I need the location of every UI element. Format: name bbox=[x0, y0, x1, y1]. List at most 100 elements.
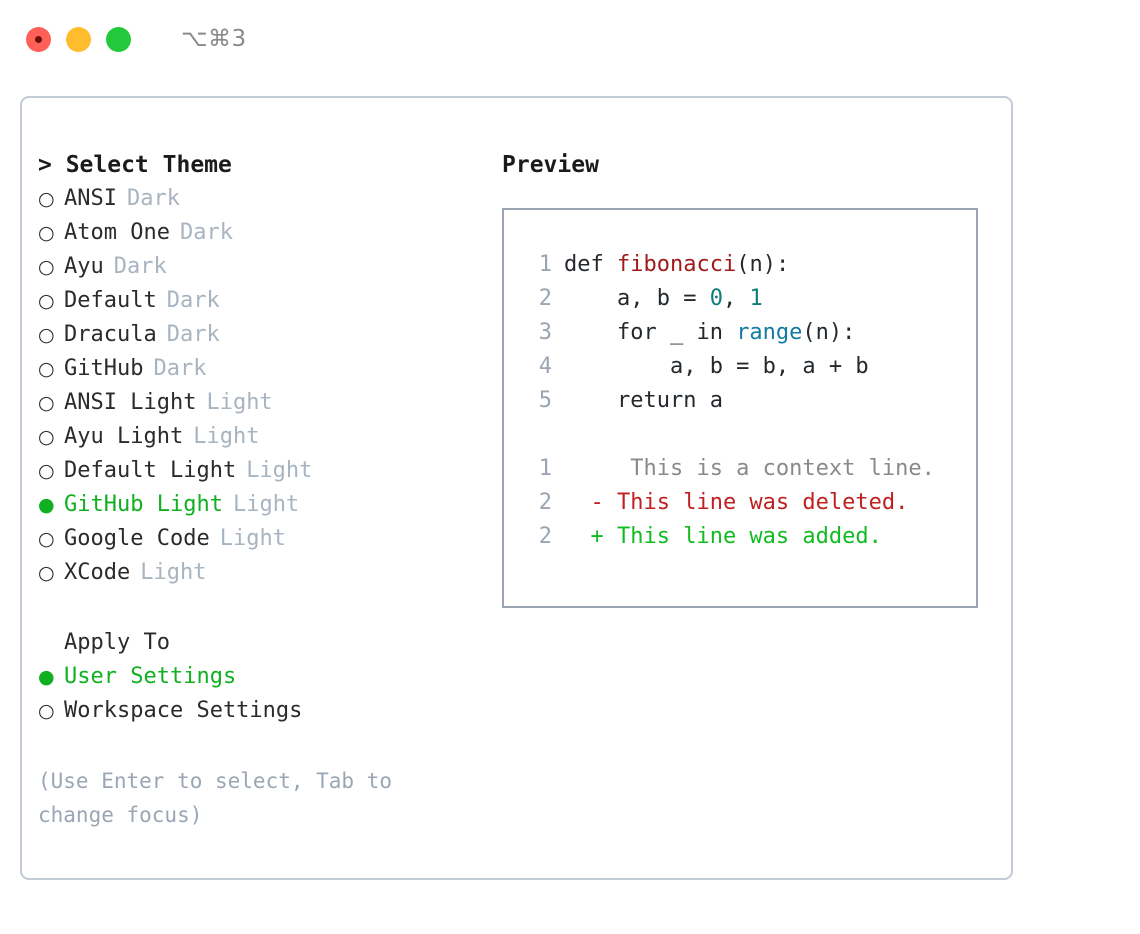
radio-unselected-icon: ○ bbox=[38, 290, 55, 312]
theme-option-tag: Dark bbox=[179, 220, 233, 245]
radio-unselected-icon: ○ bbox=[38, 426, 55, 448]
theme-option-label: Atom One bbox=[64, 220, 170, 245]
code-token: , bbox=[722, 286, 750, 311]
radio-unselected-icon: ○ bbox=[38, 460, 55, 482]
line-number: 1 bbox=[538, 252, 552, 277]
theme-option-ansi[interactable]: ○ ANSI Dark bbox=[38, 182, 478, 216]
code-token: range bbox=[736, 320, 803, 345]
diff-line-text: This is a context line. bbox=[564, 456, 935, 481]
theme-option-tag: Light bbox=[193, 424, 260, 449]
theme-option-tag: Dark bbox=[113, 254, 167, 279]
code-line-text: return a bbox=[564, 384, 723, 418]
code-token: (n): bbox=[802, 320, 856, 345]
theme-option-label: GitHub Light bbox=[64, 492, 223, 517]
theme-option-label: ANSI bbox=[64, 186, 117, 211]
apply-to-option-user-settings[interactable]: ●User Settings bbox=[38, 660, 478, 694]
minimize-window-button[interactable] bbox=[66, 26, 91, 52]
apply-to-heading: Apply To bbox=[64, 630, 170, 655]
theme-option-tag: Dark bbox=[153, 356, 207, 381]
code-line-text: for _ in range(n): bbox=[564, 316, 855, 350]
theme-option-ansi-light[interactable]: ○ ANSI Light Light bbox=[38, 386, 478, 420]
code-token: a, b = b, a + b bbox=[564, 354, 869, 379]
radio-unselected-icon: ○ bbox=[38, 562, 55, 584]
line-number: 3 bbox=[538, 320, 552, 345]
keyboard-shortcut-label: ⌥⌘3 bbox=[181, 26, 247, 52]
diff-line-text: - This line was deleted. bbox=[564, 490, 909, 515]
code-line: 5 return a bbox=[524, 384, 976, 418]
radio-unselected-icon: ○ bbox=[38, 188, 55, 210]
theme-option-label: Default bbox=[64, 288, 157, 313]
code-token: for _ in bbox=[564, 320, 737, 345]
radio-unselected-icon: ○ bbox=[38, 358, 55, 380]
code-token: fibonacci bbox=[616, 252, 737, 277]
diff-line-deleted: 2 - This line was deleted. bbox=[524, 486, 976, 520]
code-line: 4 a, b = b, a + b bbox=[524, 350, 976, 384]
apply-to-option-label: User Settings bbox=[64, 664, 237, 689]
code-token: (n): bbox=[736, 252, 790, 277]
radio-unselected-icon: ○ bbox=[38, 222, 55, 244]
code-token: 0 bbox=[709, 286, 723, 311]
line-number: 4 bbox=[538, 354, 552, 379]
radio-unselected-icon: ○ bbox=[38, 700, 55, 722]
theme-option-tag: Dark bbox=[126, 186, 180, 211]
theme-option-tag: Light bbox=[140, 560, 207, 585]
diff-line-text: + This line was added. bbox=[564, 524, 882, 549]
apply-to-option-workspace-settings[interactable]: ○Workspace Settings bbox=[38, 694, 478, 728]
code-line: 3 for _ in range(n): bbox=[524, 316, 976, 350]
code-token: return a bbox=[564, 388, 723, 413]
radio-unselected-icon: ○ bbox=[38, 256, 55, 278]
theme-option-label: ANSI Light bbox=[64, 390, 197, 415]
theme-option-tag: Light bbox=[206, 390, 273, 415]
line-number: 2 bbox=[538, 286, 552, 311]
theme-option-github[interactable]: ○ GitHub Dark bbox=[38, 352, 478, 386]
theme-option-dracula[interactable]: ○ Dracula Dark bbox=[38, 318, 478, 352]
keyboard-hint-text: (Use Enter to select, Tab to change focu… bbox=[38, 769, 405, 827]
theme-option-label: Ayu bbox=[64, 254, 104, 279]
maximize-window-button[interactable] bbox=[106, 26, 131, 52]
radio-unselected-icon: ○ bbox=[38, 528, 55, 550]
code-line: 2 a, b = 0, 1 bbox=[524, 282, 976, 316]
preview-spacer bbox=[524, 418, 976, 452]
theme-option-tag: Dark bbox=[166, 288, 220, 313]
theme-option-label: Dracula bbox=[64, 322, 157, 347]
code-line-text: a, b = b, a + b bbox=[564, 350, 869, 384]
theme-option-tag: Dark bbox=[166, 322, 220, 347]
theme-option-google-code[interactable]: ○ Google Code Light bbox=[38, 522, 478, 556]
preview-heading: Preview bbox=[502, 152, 599, 178]
title-bar: ⌥⌘3 bbox=[0, 0, 1140, 78]
line-number: 1 bbox=[538, 456, 552, 481]
diff-sample: 1 This is a context line.2 - This line w… bbox=[524, 452, 976, 554]
code-token: 1 bbox=[749, 286, 763, 311]
diff-line-added: 2 + This line was added. bbox=[524, 520, 976, 554]
theme-option-default[interactable]: ○ Default Dark bbox=[38, 284, 478, 318]
radio-selected-icon: ● bbox=[38, 494, 55, 516]
radio-unselected-icon: ○ bbox=[38, 392, 55, 414]
line-number: 2 bbox=[538, 524, 552, 549]
theme-option-label: Google Code bbox=[64, 526, 210, 551]
line-number: 2 bbox=[538, 490, 552, 515]
close-window-button[interactable] bbox=[26, 26, 51, 52]
theme-option-label: Default Light bbox=[64, 458, 237, 483]
theme-option-tag: Light bbox=[219, 526, 286, 551]
code-token: a, b = bbox=[564, 286, 710, 311]
radio-unselected-icon: ○ bbox=[38, 324, 55, 346]
line-number: 5 bbox=[538, 388, 552, 413]
apply-to-option-list[interactable]: ●User Settings○Workspace Settings bbox=[38, 660, 478, 728]
code-line-text: a, b = 0, 1 bbox=[564, 282, 763, 316]
theme-option-label: GitHub bbox=[64, 356, 144, 381]
theme-option-atom-one[interactable]: ○ Atom One Dark bbox=[38, 216, 478, 250]
diff-line-context: 1 This is a context line. bbox=[524, 452, 976, 486]
theme-option-ayu[interactable]: ○ Ayu Dark bbox=[38, 250, 478, 284]
